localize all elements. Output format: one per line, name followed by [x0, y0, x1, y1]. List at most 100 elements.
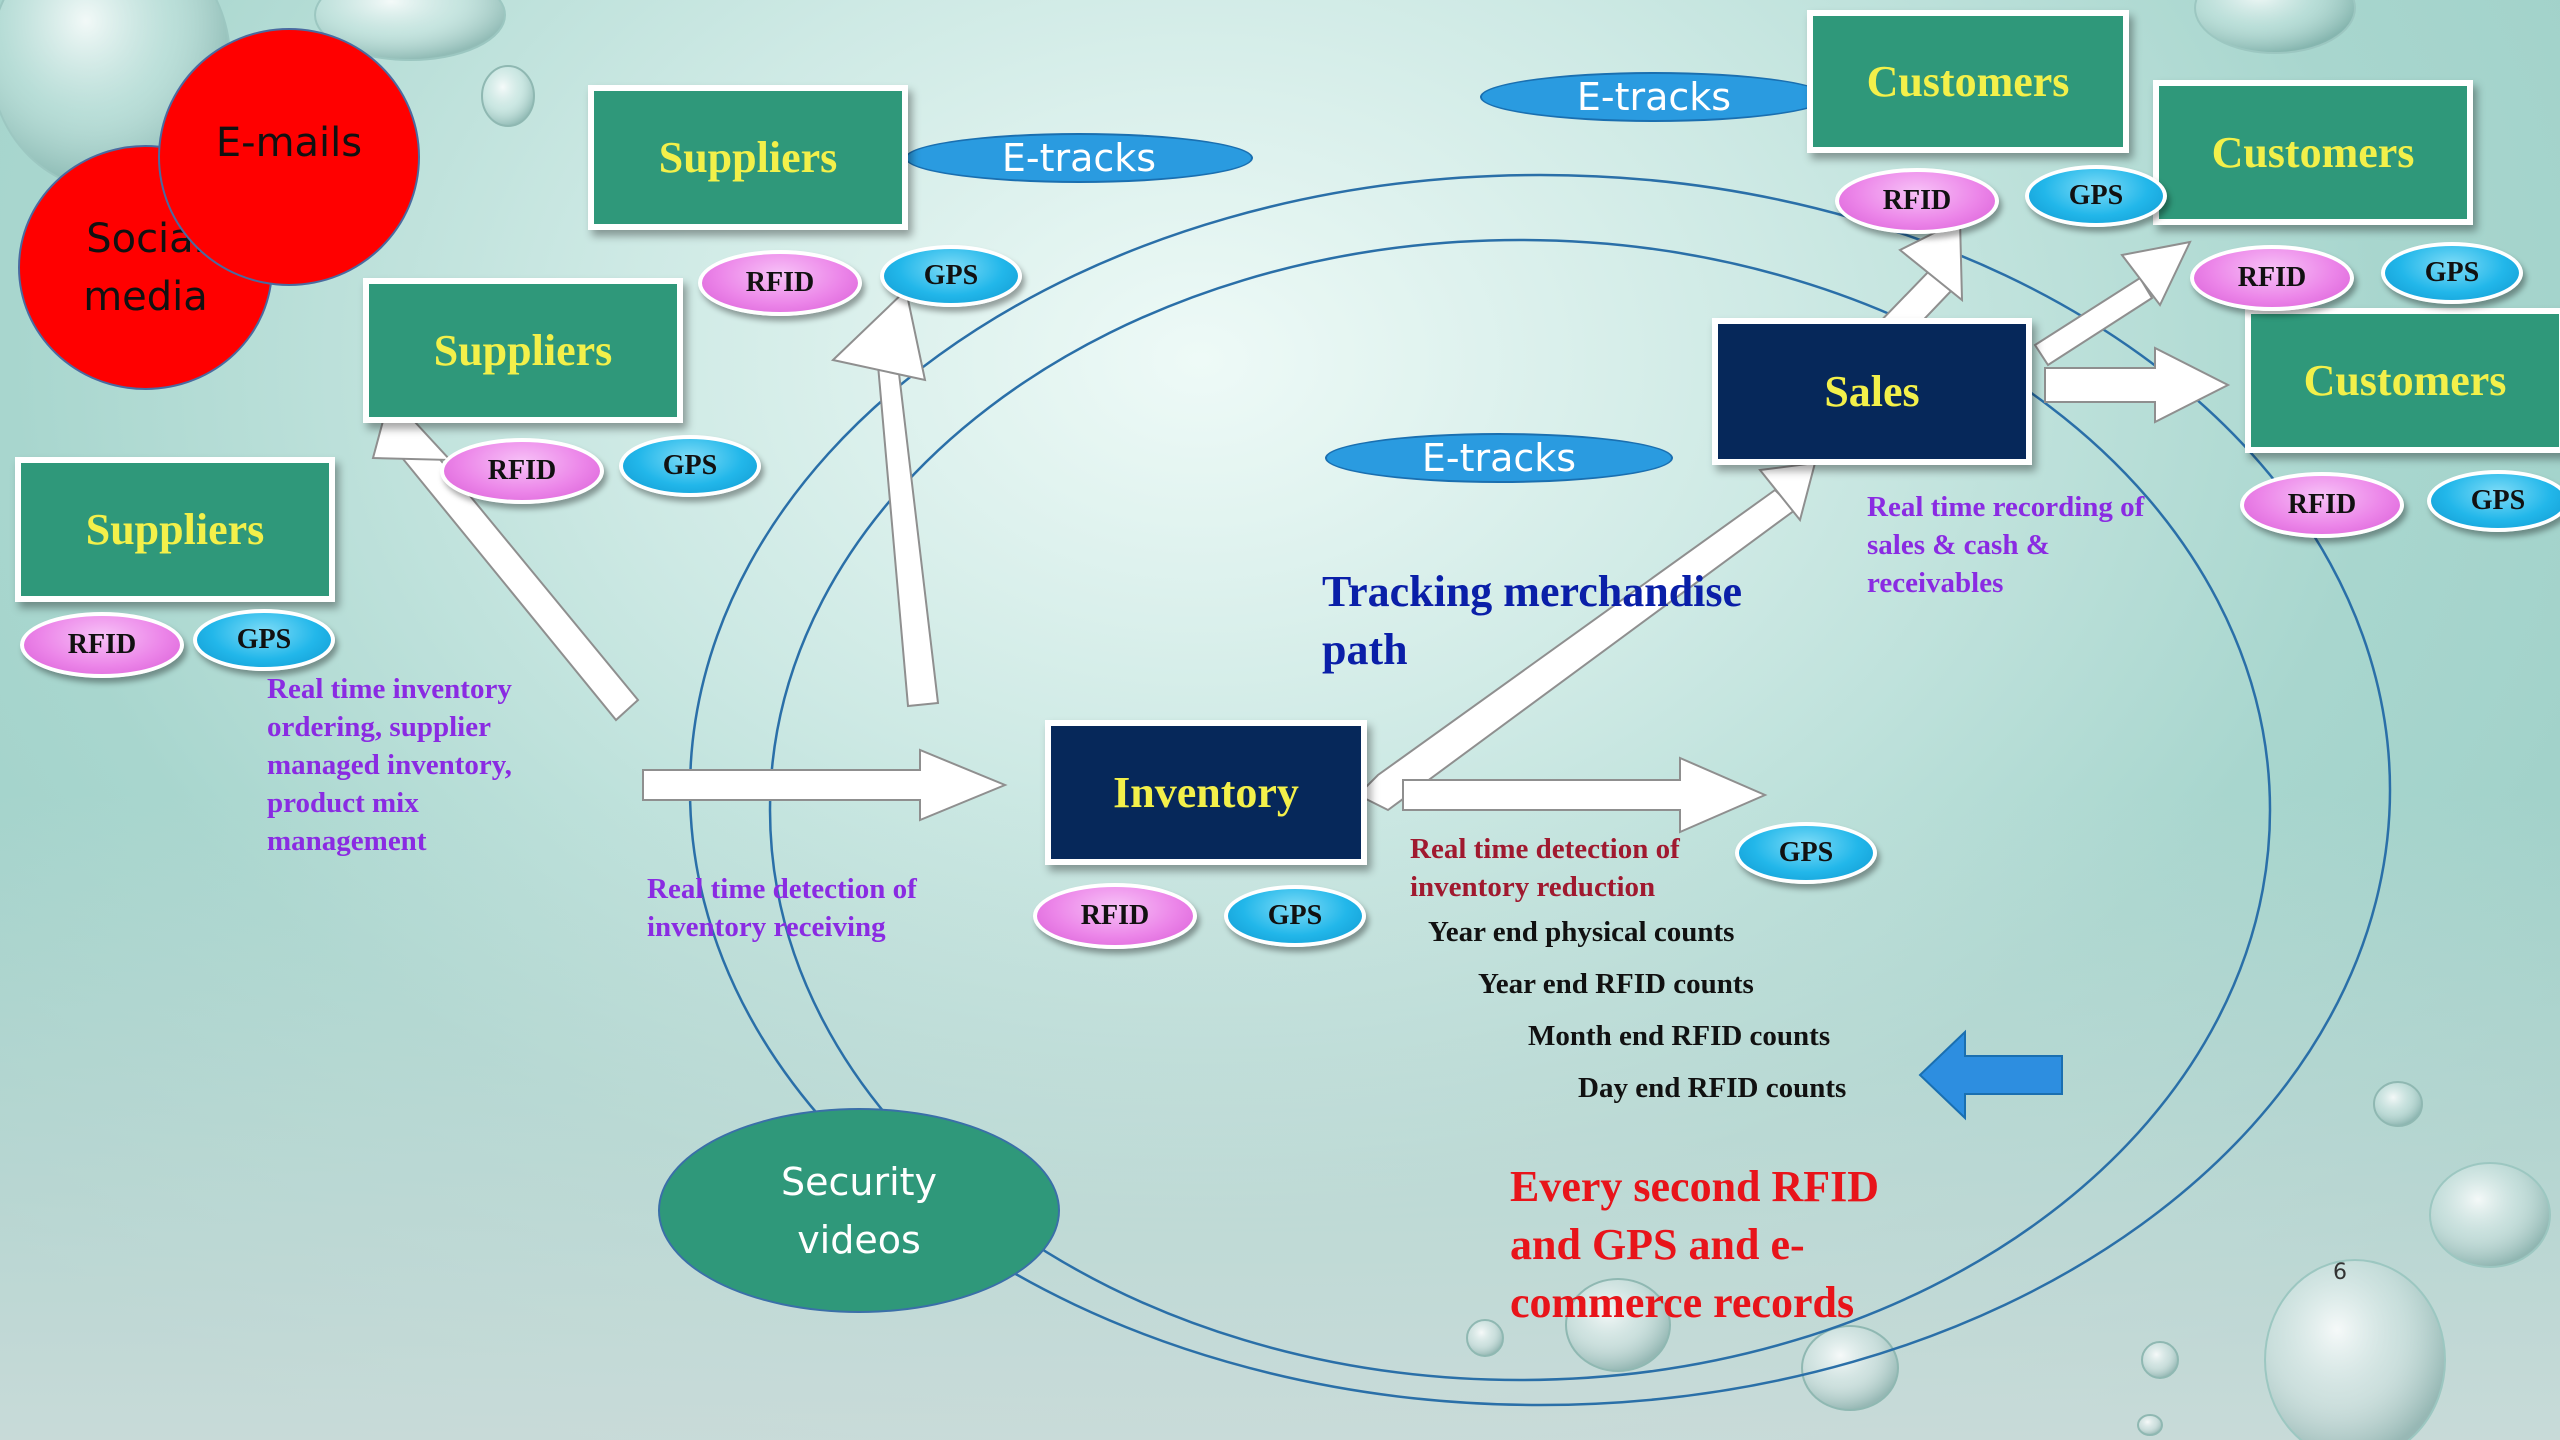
- security-videos-bubble: Security videos: [658, 1108, 1060, 1313]
- note-line: and GPS and e-: [1510, 1220, 1805, 1269]
- blue-left-arrow: [1918, 1029, 2063, 1121]
- social-media-label-line2: media: [83, 273, 208, 320]
- note-line: receivables: [1867, 567, 2004, 599]
- gps-tag-inventory: GPS: [1224, 885, 1366, 947]
- note-line: ordering, supplier: [267, 711, 491, 743]
- count-month-rfid: Month end RFID counts: [1528, 1020, 1831, 1052]
- rfid-label: RFID: [745, 267, 815, 298]
- inventory-box: Inventory: [1045, 720, 1367, 865]
- security-label-line2: videos: [797, 1217, 921, 1262]
- arrow-to-sales-head: [1758, 461, 1817, 523]
- note-tracking-path: Tracking merchandise path: [1322, 563, 1742, 679]
- customers-box-3: Customers: [2245, 308, 2560, 453]
- gps-label: GPS: [2470, 485, 2526, 516]
- water-drop: [2137, 1414, 2163, 1436]
- note-every-second: Every second RFID and GPS and e- commerc…: [1510, 1158, 1879, 1332]
- etracks-pill-3: E-tracks: [1325, 433, 1673, 483]
- note-ordering: Real time inventory ordering, supplier m…: [267, 670, 512, 860]
- arrow-to-gps-reduction: [1402, 756, 1768, 834]
- note-line: Real time inventory: [267, 673, 512, 705]
- gps-tag-customer-3: GPS: [2427, 470, 2560, 532]
- rfid-label: RFID: [67, 629, 137, 660]
- gps-tag-supplier-2: GPS: [619, 435, 761, 497]
- arrow-to-supplier-1-head: [830, 288, 927, 382]
- gps-tag-customer-1: GPS: [2025, 165, 2167, 227]
- rfid-tag-supplier-1: RFID: [698, 250, 862, 316]
- inventory-label: Inventory: [1113, 768, 1299, 817]
- note-line: Real time recording of: [1867, 491, 2145, 523]
- note-line: commerce records: [1510, 1278, 1855, 1327]
- rfid-label: RFID: [1882, 185, 1952, 216]
- note-line: Every second RFID: [1510, 1162, 1880, 1211]
- count-year-rfid: Year end RFID counts: [1478, 968, 1754, 1000]
- rfid-tag-customer-1: RFID: [1835, 168, 1999, 234]
- note-line: inventory reduction: [1410, 871, 1656, 903]
- gps-tag-supplier-1: GPS: [880, 245, 1022, 307]
- arrow-to-customers-3: [2044, 346, 2231, 424]
- gps-label: GPS: [923, 260, 979, 291]
- suppliers-box-1: Suppliers: [588, 85, 908, 230]
- suppliers-box-2: Suppliers: [363, 278, 683, 423]
- gps-tag-customer-2: GPS: [2381, 242, 2523, 304]
- suppliers-box-3: Suppliers: [15, 457, 335, 602]
- note-reduction: Real time detection of inventory reducti…: [1410, 830, 1680, 906]
- gps-label: GPS: [2424, 257, 2480, 288]
- suppliers-label: Suppliers: [433, 326, 613, 375]
- emails-label: E-mails: [215, 120, 363, 166]
- rfid-tag-customer-2: RFID: [2190, 245, 2354, 311]
- gps-label: GPS: [1778, 837, 1834, 868]
- water-drop: [2429, 1162, 2551, 1268]
- note-receiving: Real time detection of inventory receivi…: [647, 870, 917, 946]
- gps-label: GPS: [662, 450, 718, 481]
- water-drop: [2264, 1259, 2446, 1440]
- security-label-line1: Security: [780, 1159, 938, 1204]
- note-line: managed inventory,: [267, 749, 512, 781]
- customers-box-1: Customers: [1807, 10, 2129, 153]
- rfid-tag-supplier-3: RFID: [20, 612, 184, 678]
- water-drop: [2194, 0, 2356, 54]
- arrow-to-customers-2-head: [2120, 240, 2192, 307]
- customers-label: Customers: [1866, 57, 2070, 106]
- sales-label: Sales: [1824, 367, 1920, 416]
- note-line: sales & cash &: [1867, 529, 2050, 561]
- count-day-rfid: Day end RFID counts: [1578, 1072, 1847, 1104]
- sales-box: Sales: [1712, 318, 2032, 465]
- water-drop: [1801, 1325, 1899, 1411]
- water-drop: [481, 65, 535, 127]
- gps-label: GPS: [1267, 900, 1323, 931]
- water-drop: [1565, 1278, 1671, 1372]
- etracks-pill-1: E-tracks: [905, 133, 1253, 183]
- note-line: product mix: [267, 787, 419, 819]
- note-line: management: [267, 825, 427, 857]
- arrow-to-inventory: [642, 748, 1008, 822]
- rfid-tag-customer-3: RFID: [2240, 472, 2404, 538]
- water-drop: [1466, 1319, 1504, 1357]
- etracks-label: E-tracks: [1421, 436, 1577, 480]
- note-line: Real time detection of: [647, 873, 917, 905]
- count-year-physical: Year end physical counts: [1428, 916, 1735, 948]
- note-line: Tracking merchandise: [1322, 567, 1743, 616]
- gps-label: GPS: [236, 624, 292, 655]
- arrow-to-customers-2: [2033, 276, 2154, 367]
- customers-label: Customers: [2303, 356, 2507, 405]
- gps-tag-reduction: GPS: [1735, 822, 1877, 884]
- water-drop: [2141, 1341, 2179, 1379]
- suppliers-label: Suppliers: [85, 505, 265, 554]
- customers-label: Customers: [2211, 128, 2415, 177]
- note-line: Real time detection of: [1410, 833, 1680, 865]
- customers-box-2: Customers: [2153, 80, 2473, 225]
- page-number: 6: [2333, 1260, 2347, 1285]
- water-drop: [2373, 1081, 2423, 1127]
- note-line: inventory receiving: [647, 911, 886, 943]
- etracks-label: E-tracks: [1001, 136, 1157, 180]
- arrow-to-supplier-1: [876, 364, 940, 708]
- rfid-label: RFID: [2287, 489, 2357, 520]
- rfid-label: RFID: [1080, 900, 1150, 931]
- water-drop: [314, 0, 506, 61]
- arrow-to-customers-1-head: [1898, 218, 1964, 303]
- etracks-pill-2: E-tracks: [1480, 72, 1828, 122]
- note-line: path: [1322, 625, 1408, 674]
- suppliers-label: Suppliers: [658, 133, 838, 182]
